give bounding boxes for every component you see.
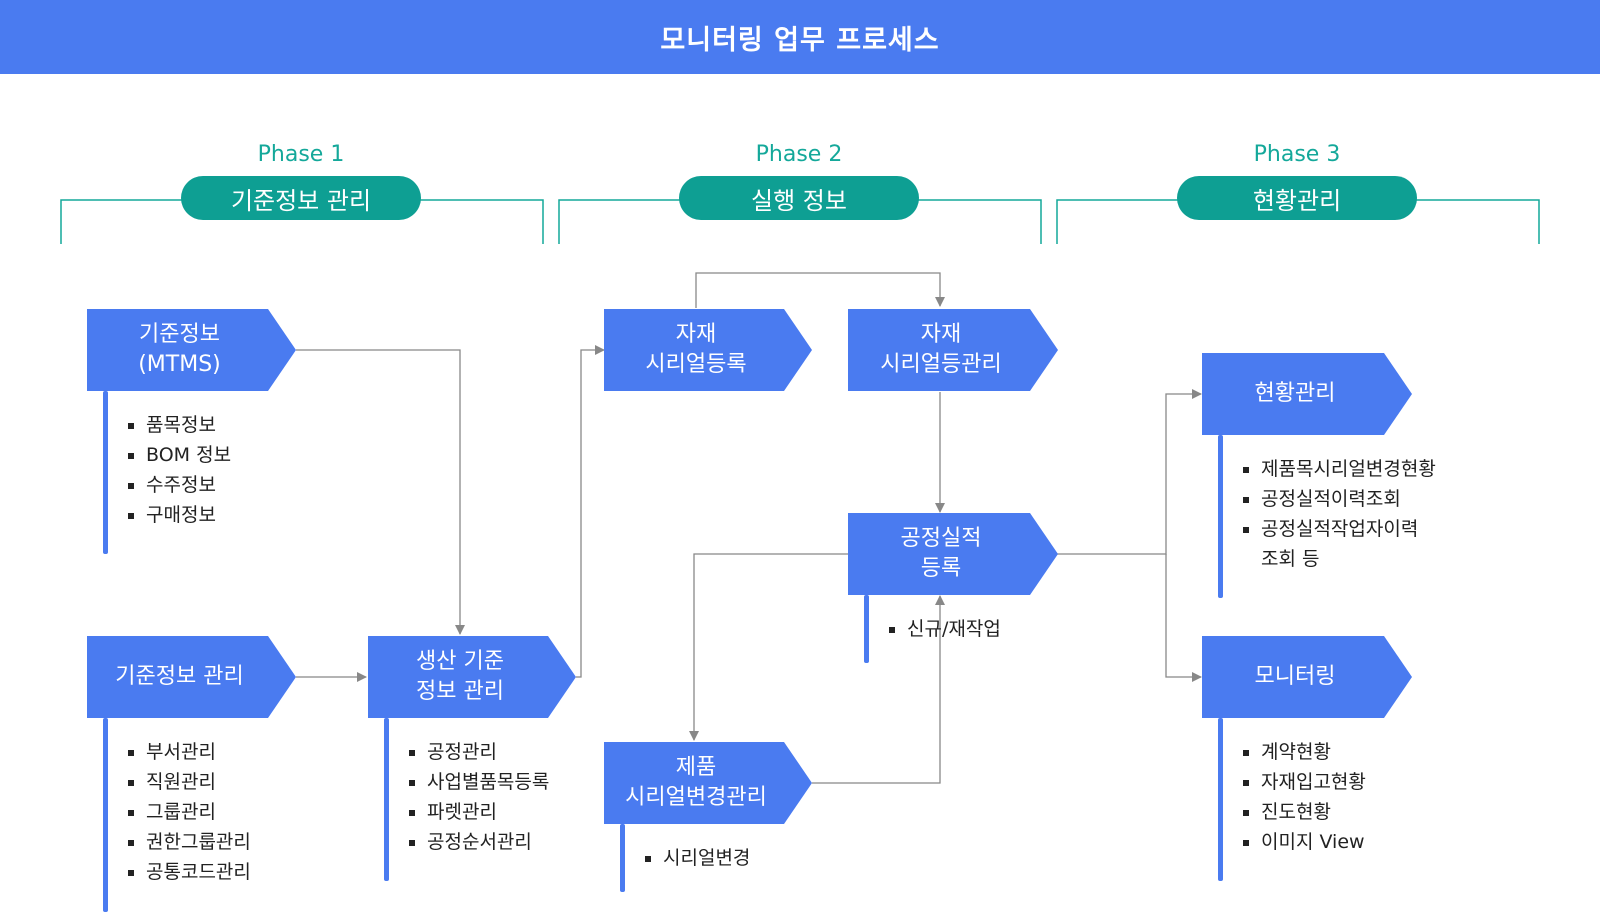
list-bar (1218, 435, 1223, 598)
list-bar (103, 718, 108, 912)
connector-product-change-to-result (812, 595, 945, 784)
list-monitoring: 계약현황 자재입고현황 진도현황 이미지 View (1243, 737, 1366, 857)
list-product-serial-change: 시리얼변경 (645, 843, 750, 873)
list-item: 진도현황 (1243, 797, 1366, 827)
list-bar (620, 824, 625, 892)
phase-1-label: Phase 1 (257, 142, 345, 167)
connector-result-to-product-change (689, 553, 848, 741)
phase-3-title: 현황관리 (1177, 176, 1417, 220)
box-label: 기준정보 관리 (115, 664, 244, 689)
list-item-continuation: 조회 등 (1261, 548, 1320, 570)
box-master-data-mgmt: 기준정보 관리 (87, 636, 296, 718)
list-item: 수주정보 (128, 470, 231, 500)
list-item: 부서관리 (128, 737, 251, 767)
phase-3-label: Phase 3 (1253, 142, 1341, 167)
box-production-master: 생산 기준 정보 관리 (368, 636, 576, 718)
list-item: 공정실적이력조회 (1243, 484, 1436, 514)
list-bar (1218, 718, 1223, 881)
list-item: 사업별품목등록 (409, 767, 549, 797)
box-label: 제품 시리얼변경관리 (625, 755, 767, 810)
box-label: 기준정보 (MTMS) (138, 322, 221, 377)
page-title: 모니터링 업무 프로세스 (660, 24, 940, 56)
box-product-serial-change: 제품 시리얼변경관리 (604, 742, 812, 824)
list-production-master: 공정관리 사업별품목등록 파렛관리 공정순서관리 (409, 737, 549, 857)
connector-result-to-status (1056, 389, 1202, 555)
connector-serial-reg-to-serial-mgmt (695, 272, 945, 308)
list-item: 자재입고현황 (1243, 767, 1366, 797)
box-label: 자재 시리얼등관리 (880, 322, 1002, 377)
connector-mtms-to-production (296, 349, 465, 635)
list-item: 공통코드관리 (128, 857, 251, 887)
list-item: 신규/재작업 (889, 614, 1001, 644)
list-item: 구매정보 (128, 500, 231, 530)
list-item: 공정관리 (409, 737, 549, 767)
list-item: 품목정보 (128, 410, 231, 440)
list-item: BOM 정보 (128, 440, 231, 470)
list-item: 공정순서관리 (409, 827, 549, 857)
box-label: 자재 시리얼등록 (645, 322, 747, 377)
list-item: 그룹관리 (128, 797, 251, 827)
list-bar (864, 595, 869, 663)
list-item: 직원관리 (128, 767, 251, 797)
list-item: 계약현황 (1243, 737, 1366, 767)
list-process-result-registration: 신규/재작업 (889, 614, 1001, 644)
phase-2-title: 실행 정보 (679, 176, 919, 220)
list-item: 공정실적작업자이력 (1243, 514, 1436, 544)
box-monitoring: 모니터링 (1202, 636, 1412, 718)
box-material-serial-registration: 자재 시리얼등록 (604, 309, 812, 391)
list-item: 파렛관리 (409, 797, 549, 827)
phase-2-label: Phase 2 (755, 142, 843, 167)
page-header: 모니터링 업무 프로세스 (0, 0, 1600, 74)
box-label: 현황관리 (1254, 381, 1336, 406)
box-label: 공정실적 등록 (900, 526, 982, 581)
list-master-data-mgmt: 부서관리 직원관리 그룹관리 권한그룹관리 공통코드관리 (128, 737, 251, 887)
connector-production-to-serial-reg (576, 345, 605, 678)
connector-result-to-monitoring (1165, 554, 1202, 682)
list-master-data-mtms: 품목정보 BOM 정보 수주정보 구매정보 (128, 410, 231, 530)
box-process-result-registration: 공정실적 등록 (848, 513, 1058, 595)
box-label: 모니터링 (1254, 664, 1336, 689)
list-status-management: 제품목시리얼변경현황 공정실적이력조회 공정실적작업자이력 조회 등 (1243, 454, 1436, 574)
list-item: 시리얼변경 (645, 843, 750, 873)
list-item: 권한그룹관리 (128, 827, 251, 857)
list-item: 제품목시리얼변경현황 (1243, 454, 1436, 484)
box-master-data-mtms: 기준정보 (MTMS) (87, 309, 296, 391)
list-bar (384, 718, 389, 881)
list-item: 이미지 View (1243, 827, 1366, 857)
box-material-serial-management: 자재 시리얼등관리 (848, 309, 1058, 391)
box-status-management: 현황관리 (1202, 353, 1412, 435)
list-bar (103, 391, 108, 554)
phase-1-title: 기준정보 관리 (181, 176, 421, 220)
box-label: 생산 기준 정보 관리 (416, 649, 504, 704)
